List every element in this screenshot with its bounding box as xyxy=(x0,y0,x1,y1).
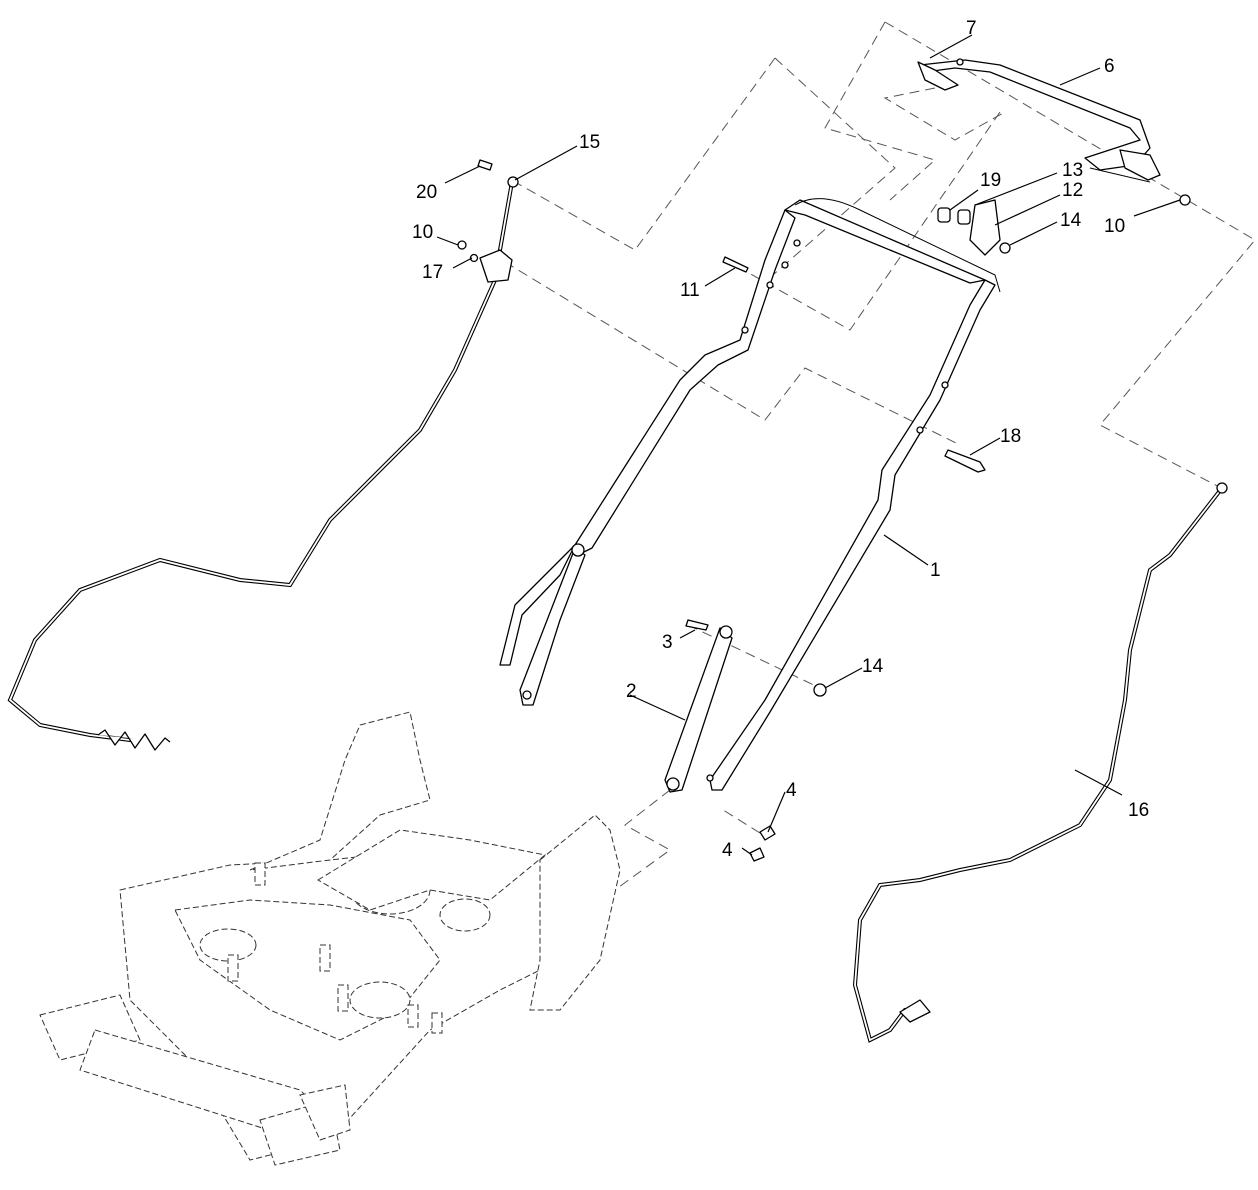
callout-17: 17 xyxy=(422,262,443,283)
callout-12: 12 xyxy=(1062,180,1083,201)
callout-20: 20 xyxy=(416,182,437,203)
hardware xyxy=(457,159,1191,862)
part-2-link-arm xyxy=(664,625,733,793)
part-15-cable-assembly xyxy=(7,176,519,751)
part-1-handle-frame xyxy=(499,198,1001,791)
callout-13: 13 xyxy=(1062,160,1083,181)
callout-6: 6 xyxy=(1104,56,1115,77)
callout-4-upper: 4 xyxy=(786,780,797,801)
assembly-dashed-lines xyxy=(504,21,1256,896)
callout-10-left: 10 xyxy=(412,222,433,243)
callout-2: 2 xyxy=(626,681,637,702)
part-16-cable xyxy=(852,482,1228,1043)
callout-11: 11 xyxy=(680,280,700,301)
callout-10-right: 10 xyxy=(1104,216,1125,237)
callout-labels: 1 2 3 4 4 6 7 10 10 11 12 13 14 14 15 16… xyxy=(412,18,1149,861)
callout-19: 19 xyxy=(980,170,1001,191)
part-6-bail-lever xyxy=(917,58,1161,183)
callout-7: 7 xyxy=(966,18,977,39)
callout-18: 18 xyxy=(1000,426,1021,447)
callout-leader-lines xyxy=(436,34,1181,856)
callout-4-lower: 4 xyxy=(722,840,733,861)
callout-14-upper: 14 xyxy=(1060,210,1082,231)
callout-1: 1 xyxy=(930,560,941,581)
callout-16: 16 xyxy=(1128,800,1149,821)
mower-deck xyxy=(39,711,621,1166)
callout-3: 3 xyxy=(662,632,673,653)
callout-14-lower: 14 xyxy=(862,656,884,677)
callout-15: 15 xyxy=(579,132,600,153)
